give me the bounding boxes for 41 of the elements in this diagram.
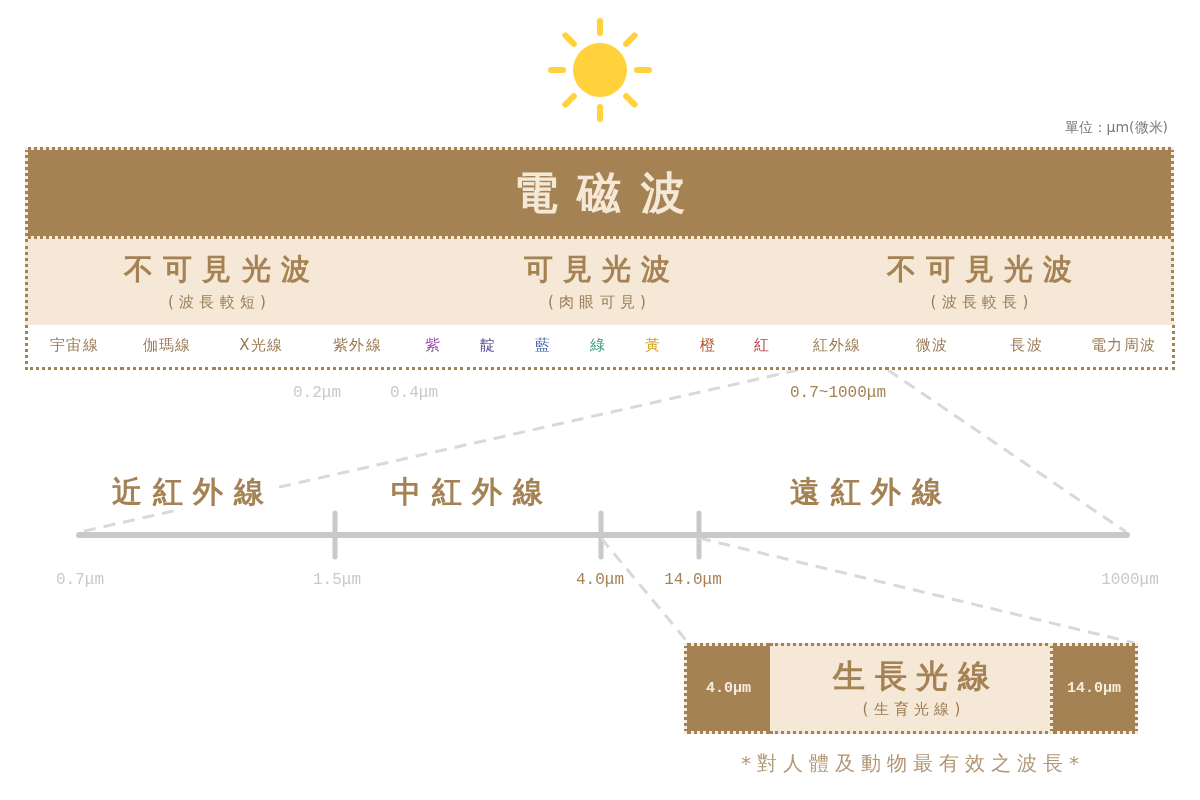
wave-name: X光線 bbox=[238, 337, 284, 355]
wavelength-range: 0.7~1000μm bbox=[790, 383, 886, 403]
dashed-guide-line bbox=[887, 368, 1127, 534]
footnote: *對人體及動物最有效之波長* bbox=[740, 751, 1085, 775]
band-heading: 可見光波 bbox=[522, 252, 681, 287]
wave-name: 藍 bbox=[534, 337, 552, 355]
wave-name: 綠 bbox=[589, 337, 607, 355]
band-subheading: (波長較長) bbox=[929, 294, 1034, 312]
wave-name: 紅外線 bbox=[811, 337, 862, 355]
title-banner bbox=[25, 147, 1174, 239]
dashed-guide-line bbox=[698, 536, 1135, 645]
wave-name: 黃 bbox=[644, 337, 662, 355]
band-subheading: (肉眼可見) bbox=[547, 294, 652, 312]
wave-name: 伽瑪線 bbox=[141, 337, 192, 355]
wavelength-value: 4.0μm bbox=[706, 679, 751, 698]
category-panel bbox=[788, 239, 1174, 328]
wave-name: 微波 bbox=[914, 337, 949, 355]
spectrum-title: 電磁波 bbox=[512, 167, 706, 219]
band-heading: 不可見光波 bbox=[122, 252, 320, 287]
wave-name: 紫 bbox=[424, 337, 442, 355]
band-heading: 生長光線 bbox=[831, 658, 1000, 696]
band-heading: 不可見光波 bbox=[885, 252, 1083, 287]
wave-name: 長波 bbox=[1009, 337, 1043, 355]
wavelength-tag bbox=[1050, 643, 1138, 734]
wave-name: 宇宙線 bbox=[49, 337, 99, 355]
wave-name: 橙 bbox=[699, 337, 717, 355]
wavelength-value: 14.0μm bbox=[1067, 679, 1121, 698]
category-panel bbox=[25, 239, 409, 328]
wave-name: 電力周波 bbox=[1090, 337, 1156, 355]
wave-name: 紅 bbox=[753, 337, 771, 355]
band-subheading: (生育光線) bbox=[861, 701, 966, 719]
wavelength-tag bbox=[684, 643, 773, 734]
wave-name: 靛 bbox=[479, 337, 497, 355]
wavelength-value: 14.0μm bbox=[664, 570, 722, 590]
band-subheading: (波長較短) bbox=[167, 294, 272, 312]
spectrum-cell bbox=[1074, 325, 1175, 370]
growth-light-panel bbox=[770, 643, 1053, 734]
wavelength-axis bbox=[76, 532, 1130, 538]
wavelength-value: 4.0μm bbox=[576, 570, 624, 590]
wave-name: 紫外線 bbox=[332, 337, 382, 355]
spectrum-cell bbox=[25, 325, 123, 370]
